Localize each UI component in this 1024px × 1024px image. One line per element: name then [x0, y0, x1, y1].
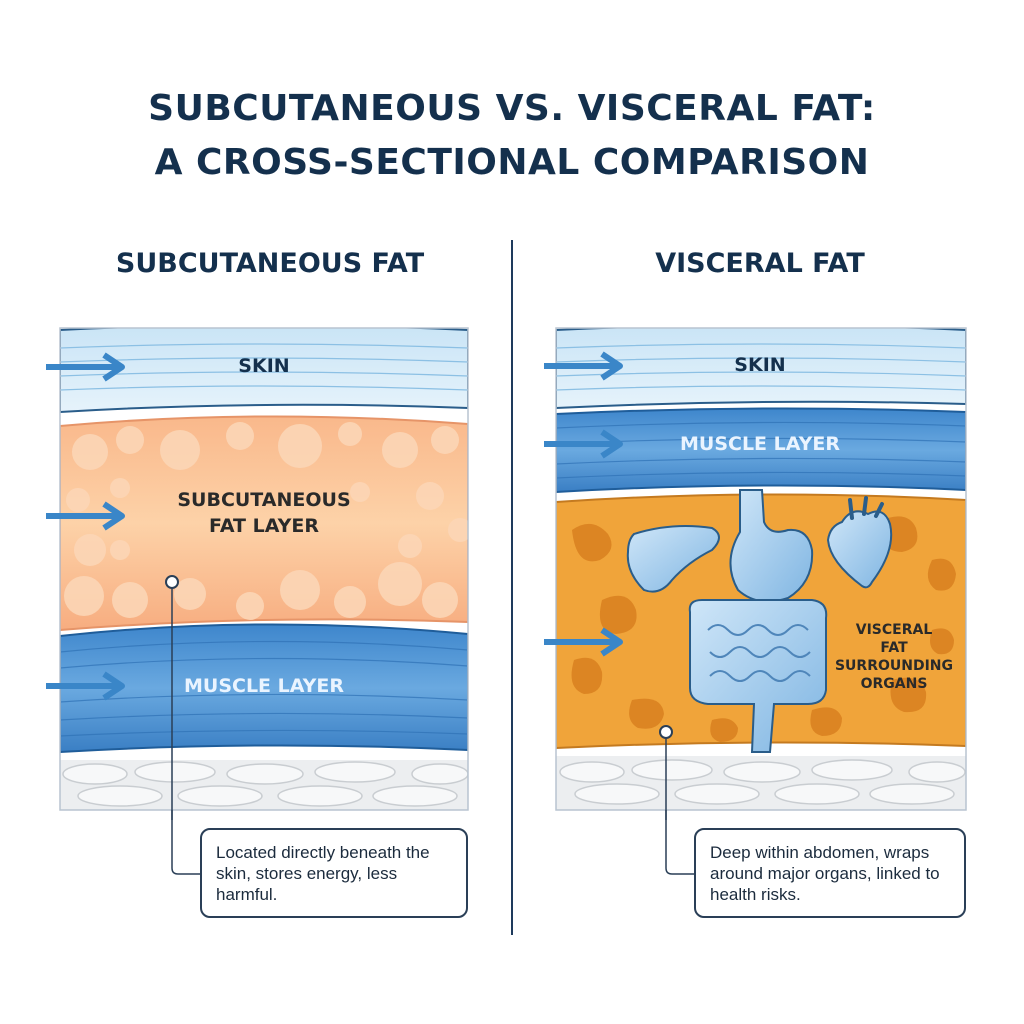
visceral-diagram: SKIN MUSCLE LAYER VISCERAL FAT SURROUNDI… [544, 327, 967, 820]
title-line-1: SUBCUTANEOUS VS. VISCERAL FAT: [148, 88, 876, 129]
skin-label: SKIN [734, 354, 785, 376]
center-divider [511, 240, 513, 935]
muscle-layer [60, 623, 468, 754]
arrow-right-icon [46, 352, 125, 382]
title-line-2: A CROSS-SECTIONAL COMPARISON [154, 142, 870, 183]
muscle-layer [556, 407, 966, 494]
visceral-heading: VISCERAL FAT [655, 248, 865, 279]
fat-label-line1: SUBCUTANEOUS [177, 489, 350, 511]
fat-label-line4: ORGANS [861, 676, 928, 692]
arrow-right-icon [544, 627, 623, 657]
arrow-right-icon [46, 671, 125, 701]
right-leader-line [665, 810, 694, 875]
subcutaneous-fat-layer [60, 415, 468, 632]
fat-label-line2: FAT LAYER [209, 515, 319, 537]
muscle-label: MUSCLE LAYER [184, 675, 344, 697]
arrow-right-icon [46, 501, 125, 531]
muscle-label: MUSCLE LAYER [680, 433, 840, 455]
arrow-right-icon [544, 351, 623, 381]
visceral-note: Deep within abdomen, wraps around major … [694, 828, 966, 918]
subcutaneous-heading: SUBCUTANEOUS FAT [115, 248, 425, 279]
fat-label-line3: SURROUNDING [835, 658, 953, 674]
skin-layer [556, 328, 966, 410]
left-leader-line [171, 810, 200, 875]
stomach-icon [729, 489, 814, 603]
arrow-right-icon [544, 429, 623, 459]
liver-icon [626, 525, 720, 593]
skin-layer [60, 328, 468, 414]
intestines-icon [688, 599, 828, 753]
subcutaneous-note: Located directly beneath the skin, store… [200, 828, 468, 918]
subcutaneous-diagram: SKIN SUBCUTANEOUS FAT LAYER MUSCLE LAYER [46, 327, 469, 820]
fat-label-line1: VISCERAL [856, 622, 933, 638]
heart-icon [826, 496, 893, 589]
skin-label: SKIN [238, 355, 289, 377]
fat-label-line2: FAT [880, 640, 908, 656]
